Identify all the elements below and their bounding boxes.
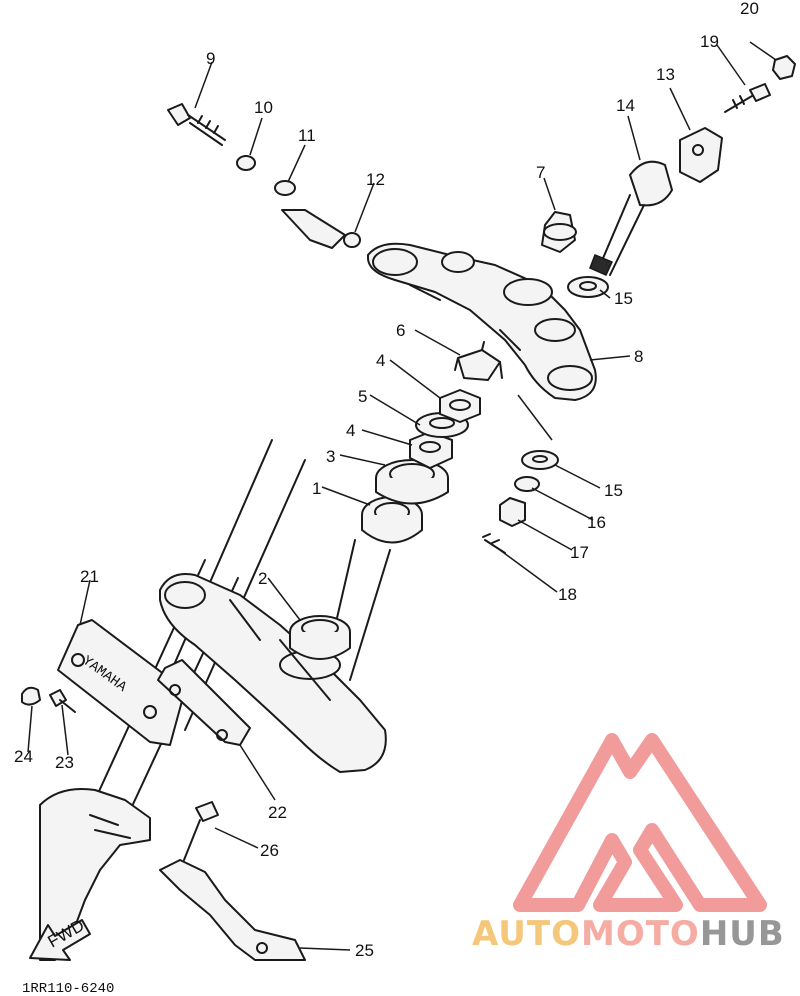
label-part-5: 5 (358, 387, 367, 406)
label-part-3: 3 (326, 447, 335, 466)
part-15-washer (567, 276, 609, 298)
label-part-18: 18 (558, 585, 577, 604)
part-25-bracket (159, 859, 306, 961)
watermark-part1: AUTO (472, 914, 581, 954)
part-17-nut (499, 497, 526, 527)
part-10-washer (236, 155, 256, 171)
label-part-4: 4 (376, 351, 385, 370)
label-part-2: 2 (258, 569, 267, 588)
label-part-21: 21 (80, 567, 99, 586)
part-labels: 1 2 3 4 4 5 6 7 8 9 10 11 12 13 14 15 15… (14, 0, 759, 996)
part-4b-ring-nut (439, 389, 481, 423)
label-part-25: 25 (355, 941, 374, 960)
label-part-11: 11 (298, 126, 316, 145)
stem-hardware (167, 103, 361, 249)
label-part-17: 17 (570, 543, 589, 562)
drawing-code: 1RR110-6240 (22, 981, 114, 996)
handlebar-holder (482, 55, 796, 554)
watermark-text: AUTOMOTOHUB (472, 914, 785, 954)
part-16-washer (514, 476, 540, 492)
label-part-9: 9 (206, 49, 215, 68)
bearing-stack (289, 341, 503, 660)
fwd-arrow-icon (29, 919, 91, 961)
part-9-bolt (167, 103, 191, 126)
label-part-15b: 15 (604, 481, 623, 500)
part-20-nut (772, 55, 796, 80)
label-part-24: 24 (14, 747, 33, 766)
label-part-16: 16 (587, 513, 606, 532)
front-cover: YAMAHA (21, 619, 251, 746)
label-part-14: 14 (616, 96, 635, 115)
label-part-19: 19 (700, 32, 719, 51)
part-21-emblem (57, 619, 186, 746)
watermark-part3: HUB (700, 914, 785, 954)
label-part-22: 22 (268, 803, 287, 822)
part-6-lock-washer (457, 349, 501, 381)
label-part-1: 1 (312, 479, 321, 498)
label-part-26: 26 (260, 841, 279, 860)
part-24-cap (21, 686, 41, 706)
watermark-part2: MOTO (581, 914, 700, 954)
label-part-4b: 4 (346, 421, 355, 440)
label-part-10: 10 (254, 98, 273, 117)
part-12-nut (343, 232, 361, 248)
part-19-bolt (749, 83, 771, 102)
part-15b-washer (521, 450, 559, 470)
label-part-8: 8 (634, 347, 643, 366)
label-part-23: 23 (55, 753, 74, 772)
label-part-7: 7 (536, 163, 545, 182)
frame-section: FWD (29, 788, 306, 961)
part-14-holder (629, 160, 673, 207)
svg-text:AUTOMOTOHUB: AUTOMOTOHUB (472, 914, 785, 954)
label-part-15: 15 (614, 289, 633, 308)
part-11-washer (274, 180, 296, 196)
label-part-6: 6 (396, 321, 405, 340)
label-part-20: 20 (740, 0, 759, 18)
part-8-upper-bracket (367, 242, 597, 401)
label-part-12: 12 (366, 170, 385, 189)
label-part-13: 13 (656, 65, 675, 84)
upper-bracket (367, 242, 597, 401)
leader-lines (27, 41, 777, 951)
watermark-logo (513, 733, 767, 912)
watermark-triangle-icon (513, 733, 767, 912)
part-26-bolt (195, 801, 219, 822)
